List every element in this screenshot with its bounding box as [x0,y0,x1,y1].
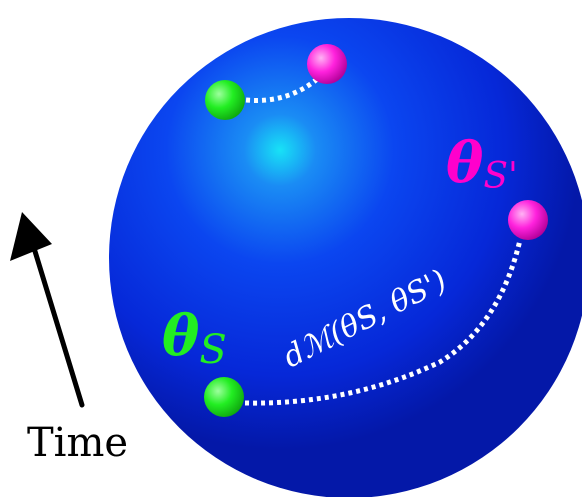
label-theta-s-symbol: θ [162,303,200,369]
time-arrow-head [10,212,52,261]
point-theta-s [204,377,244,417]
geodesic-short [245,73,324,103]
label-theta-s-sub: S [199,327,226,373]
label-theta-sprime-symbol: θ [446,130,484,196]
geodesic-long [244,239,523,406]
label-theta-sprime-sub: S' [483,156,518,197]
point-theta-sprime [508,200,548,240]
time-arrow-shaft [31,245,85,408]
label-theta-s: θS [162,303,227,373]
time-label: Time [27,420,128,466]
point-green-upper [205,80,245,120]
manifold-sphere [109,18,582,497]
label-theta-sprime: θS' [446,130,518,197]
point-magenta-upper [307,44,347,84]
